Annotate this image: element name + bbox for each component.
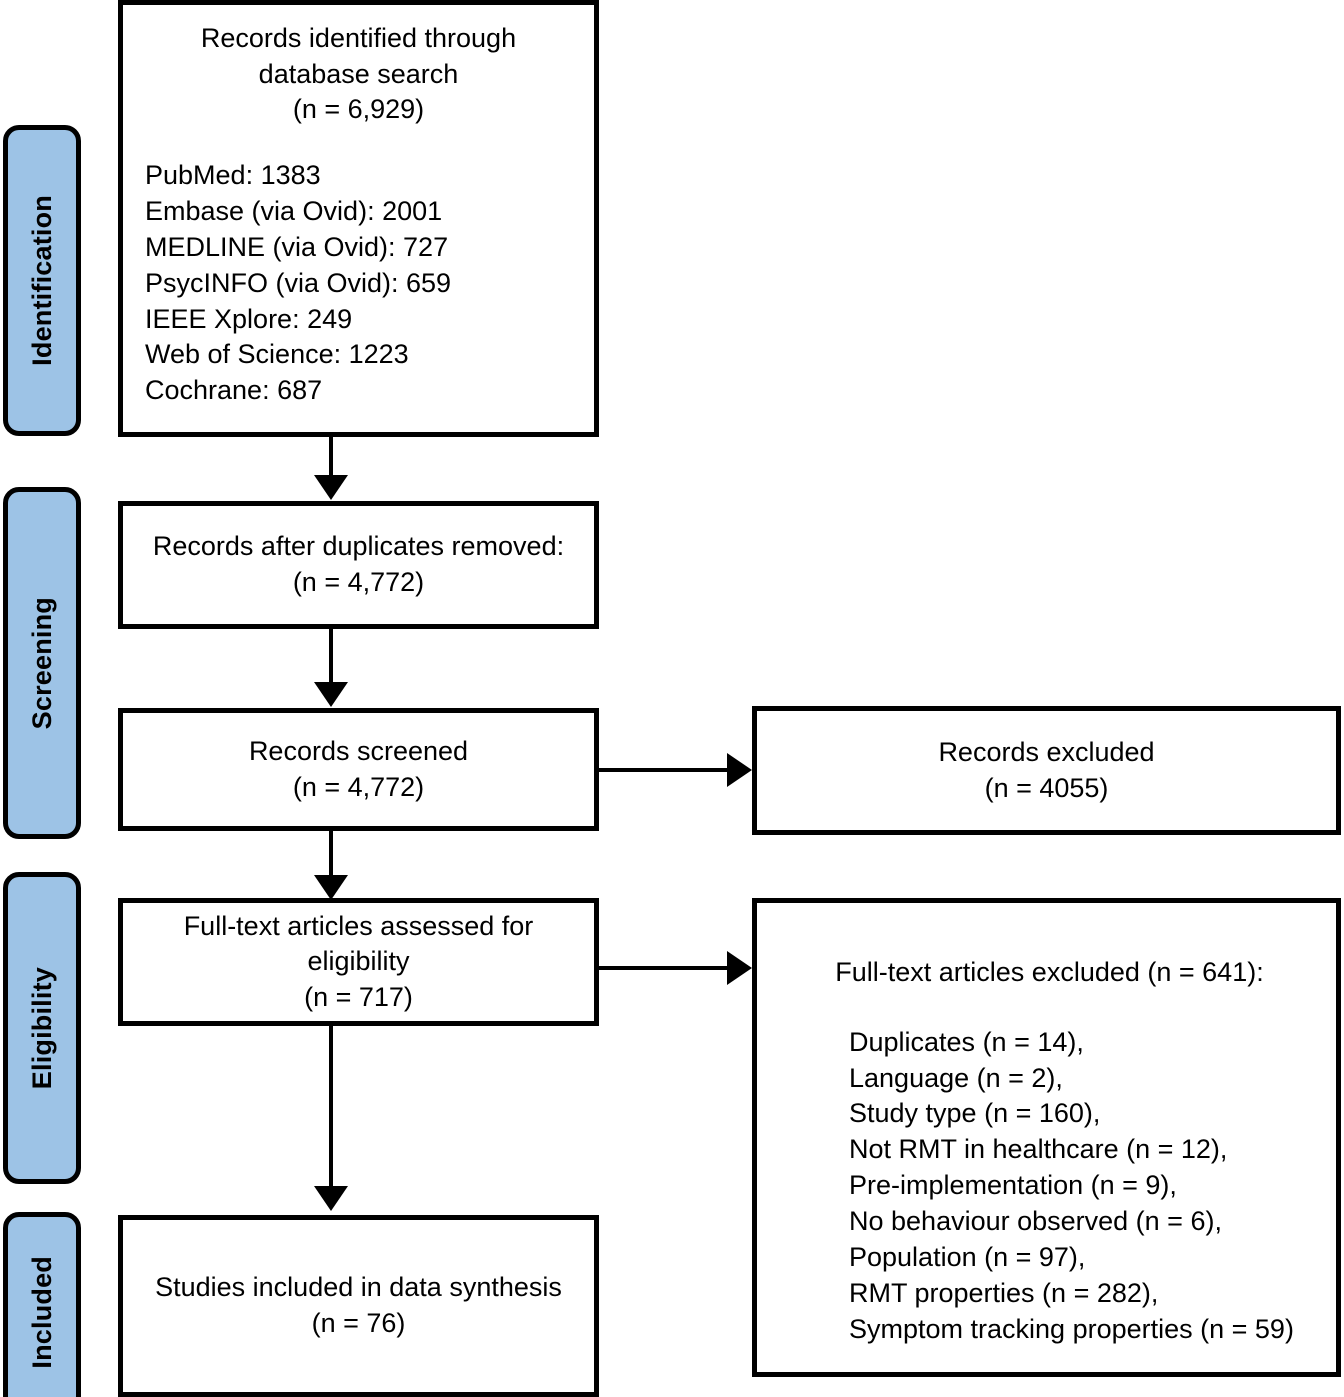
box-studies-included: Studies included in data synthesis (n = … (118, 1215, 599, 1397)
box-records-identified-sources: PubMed: 1383 Embase (via Ovid): 2001 MED… (145, 159, 452, 406)
arrowhead-fulltext-to-included (314, 1186, 348, 1211)
box-records-after-duplicates-title: Records after duplicates removed: (n = 4… (152, 531, 565, 597)
box-records-after-duplicates: Records after duplicates removed: (n = 4… (118, 501, 599, 629)
stage-label-included: Included (3, 1212, 81, 1397)
box-fulltext-excluded: Full-text articles excluded (n = 641): D… (752, 898, 1341, 1377)
box-records-identified: Records identified through database sear… (118, 0, 599, 437)
stage-label-screening-text: Screening (26, 596, 57, 730)
box-studies-included-title: Studies included in data synthesis (n = … (155, 1272, 562, 1338)
connector-identified-to-dedup (329, 437, 333, 479)
connector-screened-to-excluded (599, 768, 729, 772)
arrowhead-screened-to-fulltext (314, 875, 348, 900)
box-records-identified-title: Records identified through database sear… (200, 23, 517, 125)
connector-fulltext-to-included (329, 1026, 333, 1190)
arrowhead-dedup-to-screened (314, 682, 348, 707)
stage-label-identification-text: Identification (26, 195, 57, 366)
box-records-screened-title: Records screened (n = 4,772) (248, 735, 469, 802)
box-fulltext-excluded-reasons: Duplicates (n = 14), Language (n = 2), S… (849, 1026, 1294, 1344)
arrowhead-identified-to-dedup (314, 475, 348, 500)
box-records-screened: Records screened (n = 4,772) (118, 708, 599, 831)
stage-label-eligibility: Eligibility (3, 872, 81, 1184)
box-fulltext-excluded-title: Full-text articles excluded (n = 641): (835, 957, 1264, 987)
box-fulltext-assessed: Full-text articles assessed for eligibil… (118, 898, 599, 1026)
stage-label-identification: Identification (3, 125, 81, 436)
arrowhead-fulltext-to-excluded (727, 951, 752, 985)
connector-screened-to-fulltext (329, 831, 333, 879)
box-records-excluded: Records excluded (n = 4055) (752, 706, 1341, 835)
box-fulltext-assessed-title: Full-text articles assessed for eligibil… (183, 910, 534, 1012)
arrowhead-screened-to-excluded (727, 753, 752, 787)
stage-label-screening: Screening (3, 487, 81, 839)
stage-label-eligibility-text: Eligibility (26, 966, 57, 1090)
connector-fulltext-to-excluded (599, 966, 729, 970)
box-records-excluded-title: Records excluded (n = 4055) (938, 736, 1155, 803)
connector-dedup-to-screened (329, 629, 333, 686)
stage-label-included-text: Included (26, 1255, 57, 1369)
